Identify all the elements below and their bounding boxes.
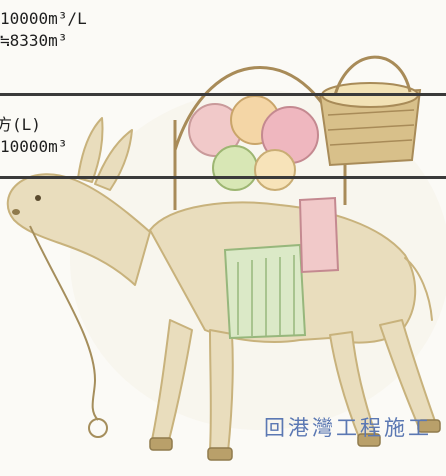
donkey-body [6, 117, 437, 453]
caption-text: 回港灣工程施工 [264, 416, 432, 440]
rope-loop [88, 418, 108, 438]
donkey-nostril [12, 209, 20, 215]
rule-bottom [0, 176, 446, 179]
hanging-cloth [223, 243, 307, 340]
hooves [149, 419, 441, 461]
note-volume: 10000m³ [0, 137, 68, 156]
donkey-eye [35, 195, 41, 201]
note-direction-l: 方(L) [0, 115, 41, 134]
note-approx-volume: ≒8330m³ [0, 31, 68, 50]
basket [318, 55, 422, 167]
lead-rope [29, 225, 99, 421]
side-bag [298, 196, 340, 274]
note-volume-per-l: 10000m³/L [0, 9, 87, 28]
rule-top [0, 93, 446, 96]
